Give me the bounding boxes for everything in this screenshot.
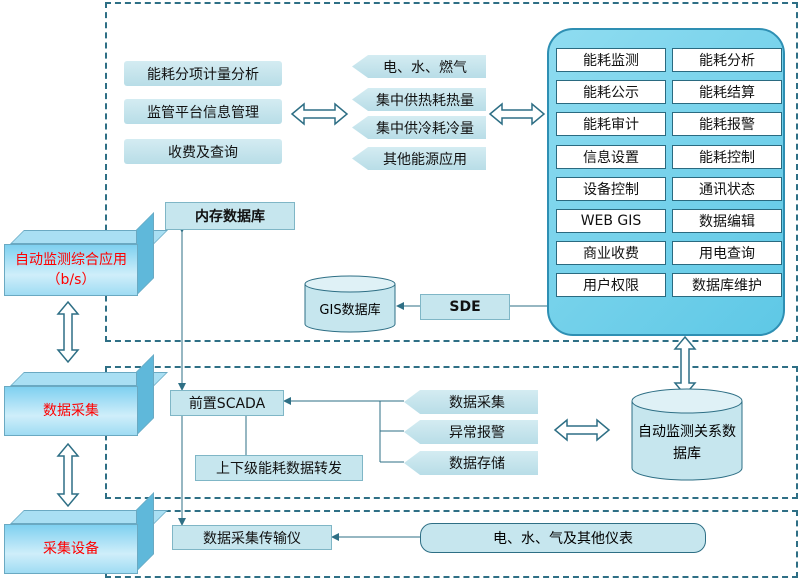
- double-arrow-flags-db: [553, 418, 611, 442]
- double-arrow-panel-db: [673, 335, 697, 397]
- sde-box: SDE: [420, 294, 510, 320]
- double-arrow-pills-flags: [290, 102, 349, 126]
- double-arrow-flags-panel: [488, 102, 546, 126]
- module-right-5: 通讯状态: [672, 177, 782, 201]
- gis-database-label: GIS数据库: [319, 302, 381, 318]
- module-left-8: 用户权限: [556, 273, 666, 297]
- module-left-5: 设备控制: [556, 177, 666, 201]
- relational-database-label: 自动监测关系数据库: [638, 424, 736, 462]
- module-left-4: 信息设置: [556, 145, 666, 169]
- module-right-6: 数据编辑: [672, 209, 782, 233]
- module-left-6: WEB GIS: [556, 209, 666, 233]
- module-right-2: 能耗结算: [672, 80, 782, 104]
- scada-box: 前置SCADA: [170, 390, 284, 416]
- module-right-8: 数据库维护: [672, 273, 782, 297]
- module-right-3: 能耗报警: [672, 112, 782, 136]
- module-left-3: 能耗审计: [556, 112, 666, 136]
- pill-billing-query: 收费及查询: [124, 139, 282, 164]
- module-left-2: 能耗公示: [556, 80, 666, 104]
- flag-other-energy: 其他能源应用: [352, 147, 486, 170]
- module-left-7: 商业收费: [556, 241, 666, 265]
- flag-exception-alarm: 异常报警: [404, 420, 538, 444]
- flag-data-collection: 数据采集: [404, 390, 538, 414]
- module-right-7: 用电查询: [672, 241, 782, 265]
- transmitter-box: 数据采集传输仪: [172, 525, 332, 550]
- flag-electric-water-gas: 电、水、燃气: [352, 55, 486, 78]
- cube-app-label: 自动监测综合应用（b/s）: [4, 244, 138, 296]
- pill-platform-management: 监管平台信息管理: [124, 99, 282, 124]
- forward-box: 上下级能耗数据转发: [195, 455, 363, 481]
- double-arrow-acquisition-device: [56, 442, 80, 508]
- pill-energy-analysis: 能耗分项计量分析: [124, 61, 282, 86]
- meters-box: 电、水、气及其他仪表: [420, 523, 706, 553]
- cube-device-label: 采集设备: [4, 524, 138, 574]
- cube-acquisition-label: 数据采集: [4, 386, 138, 436]
- top-section-frame: [105, 2, 798, 342]
- double-arrow-app-acquisition: [56, 300, 80, 364]
- module-right-1: 能耗分析: [672, 48, 782, 72]
- module-right-4: 能耗控制: [672, 145, 782, 169]
- memory-database: 内存数据库: [165, 202, 295, 230]
- flag-central-heating: 集中供热耗热量: [352, 88, 486, 111]
- flag-central-cooling: 集中供冷耗冷量: [352, 116, 486, 139]
- module-left-1: 能耗监测: [556, 48, 666, 72]
- flag-data-storage: 数据存储: [404, 451, 538, 475]
